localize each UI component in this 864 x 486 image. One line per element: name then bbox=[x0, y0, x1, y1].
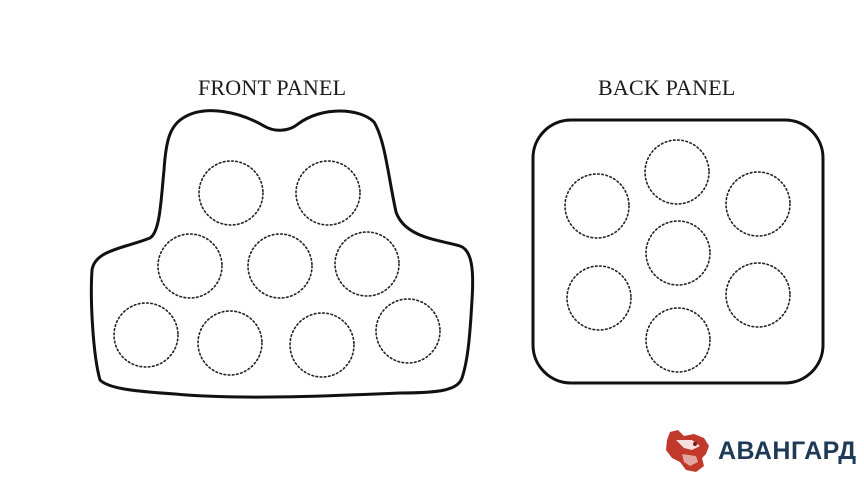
back-plate bbox=[645, 220, 711, 286]
brand-name: АВАНГАРД bbox=[718, 436, 857, 465]
back-plate bbox=[564, 173, 630, 239]
front-plate bbox=[113, 302, 179, 368]
front-plate bbox=[334, 231, 400, 297]
back-plate bbox=[725, 262, 791, 328]
front-panel-outline bbox=[89, 109, 475, 399]
front-plate bbox=[197, 310, 263, 376]
front-plate bbox=[247, 233, 313, 299]
brand-logo: АВАНГАРД bbox=[662, 428, 857, 474]
front-plate bbox=[375, 298, 441, 364]
back-plate bbox=[725, 171, 791, 237]
front-plate bbox=[289, 312, 355, 378]
back-plate bbox=[645, 307, 711, 373]
back-plate bbox=[566, 265, 632, 331]
bear-head-icon bbox=[666, 430, 709, 472]
front-plate bbox=[198, 160, 264, 226]
front-plate bbox=[157, 233, 223, 299]
back-panel-title: BACK PANEL bbox=[598, 75, 736, 100]
front-panel-title: FRONT PANEL bbox=[198, 75, 347, 100]
front-plate bbox=[295, 160, 361, 226]
back-panel-outline bbox=[531, 118, 825, 385]
back-plate bbox=[644, 139, 710, 205]
